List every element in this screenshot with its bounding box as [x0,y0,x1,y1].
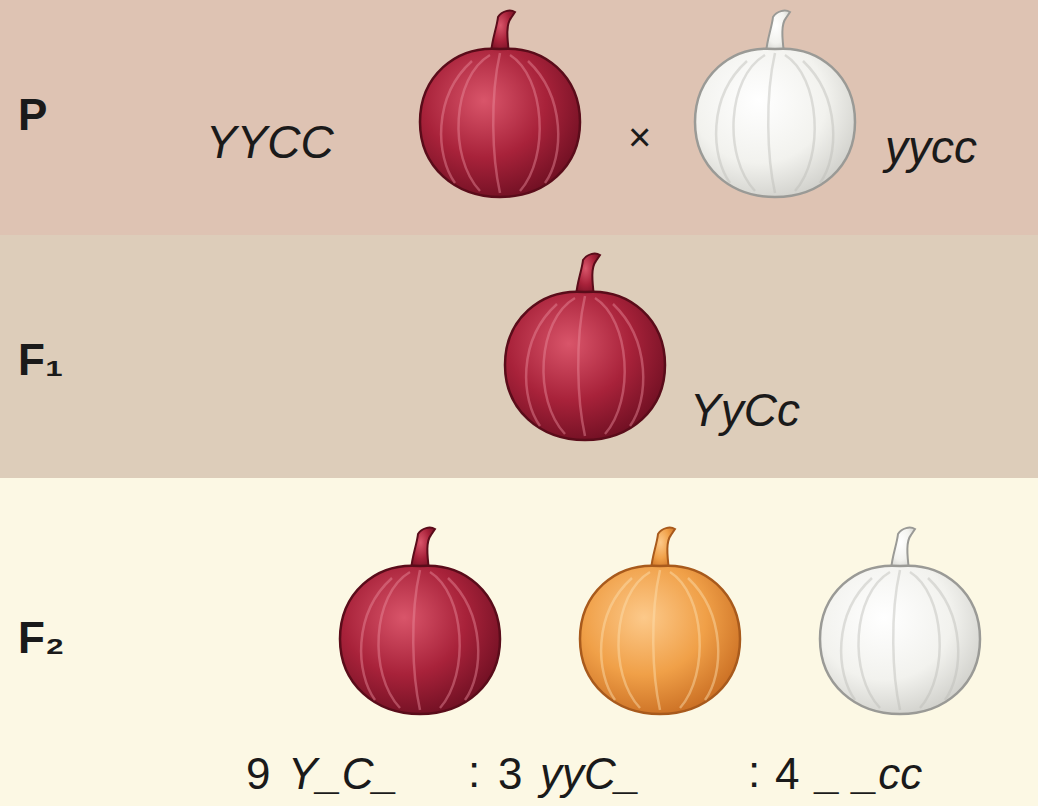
ratio-number: 9 [246,749,270,800]
genotype-label: yyC_ [540,749,640,800]
genotype-label: YyCc [690,384,800,437]
genotype-label: _ _cc [817,749,922,800]
cross-symbol: × [628,114,651,160]
genotype-label: yycc [885,121,977,174]
genotype-label: Y_C_ [288,749,398,800]
ratio-number: 3 [498,749,522,800]
genotype-label: YYCC [206,116,334,169]
generation-label: P [18,90,47,141]
ratio-separator: : [748,747,760,798]
generation-label: F₁ [18,335,63,386]
generation-label: F₂ [18,613,64,664]
ratio-separator: : [468,747,480,798]
ratio-number: 4 [775,749,799,800]
